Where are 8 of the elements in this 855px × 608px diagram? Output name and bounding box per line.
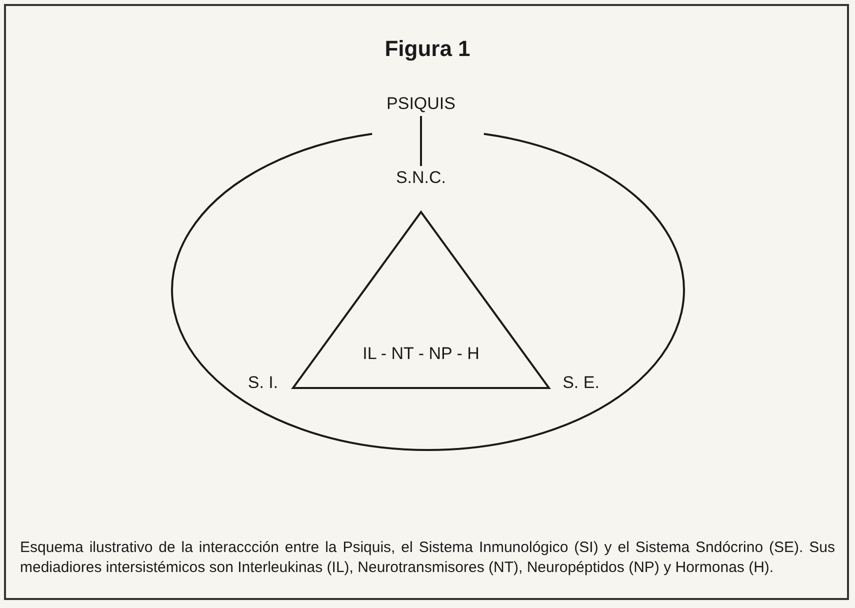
caption: Esquema ilustrativo de la interaccción entre la Psiquis, el Sistema Inmunológico (SI) y el Sistema Sndócrino (SE). Sus mediadiores intersistémicos son Interleukinas (IL), Neurotransmisores (NT), Neuropéptidos (NP) y Hormonas (H). xyxy=(20,538,835,578)
figure-title: Figura 1 xyxy=(384,36,472,62)
system-label: S. I. xyxy=(248,373,278,393)
system-label: S.N.C. xyxy=(396,168,446,188)
mediator-label: IL - NT - NP - H xyxy=(362,344,480,364)
system-label: S. E. xyxy=(562,373,600,393)
system-label: PSIQUIS xyxy=(386,94,456,114)
connector-line xyxy=(420,116,422,166)
